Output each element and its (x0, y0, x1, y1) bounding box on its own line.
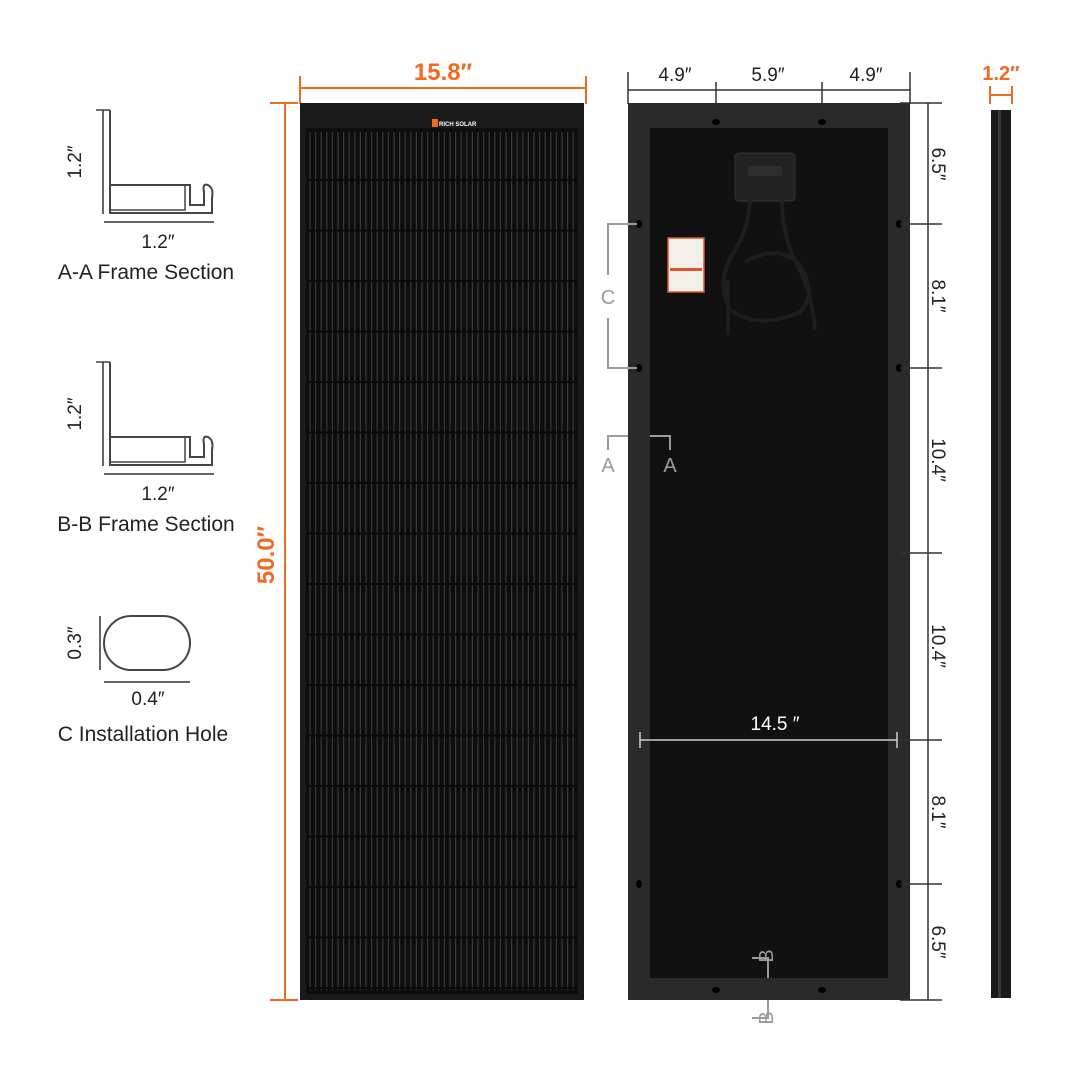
hole-shape (103, 615, 191, 671)
hole-caption: C Installation Hole (58, 723, 228, 746)
top-dim-3: 4.9″ (849, 65, 882, 86)
cell-area (306, 128, 578, 994)
mount-hole (896, 364, 902, 372)
inner-width-label: 14.5 ″ (751, 714, 800, 735)
section-a-width-label: 1.2″ (141, 232, 174, 253)
back-panel: 4.9″ 5.9″ 4.9″ 14.5 ″ (601, 65, 948, 1025)
logo: RICH SOLAR (439, 122, 477, 128)
marker-a-left: A (601, 455, 615, 477)
mount-hole (712, 987, 720, 993)
right-dim-3: 10.4″ (927, 438, 948, 482)
front-width-label: 15.8″ (414, 59, 473, 86)
mount-hole (636, 364, 642, 372)
right-dim-6: 6.5″ (927, 925, 948, 958)
a-bracket-left (607, 435, 628, 450)
b-bracket-bottom (752, 1000, 769, 1019)
section-a-caption: A-A Frame Section (58, 261, 234, 284)
mount-hole (818, 119, 826, 125)
mount-hole (712, 119, 720, 125)
frame-profile-b (109, 362, 214, 466)
section-a-height-label: 1.2″ (65, 145, 86, 178)
junction-box-plate (748, 166, 782, 176)
junction-box (721, 152, 817, 335)
top-dim-ticks (627, 72, 911, 104)
hole-width-label: 0.4″ (131, 689, 164, 710)
marker-c: C (601, 287, 615, 309)
front-height-label: 50.0″ (253, 525, 280, 584)
section-markers (607, 223, 769, 1019)
mount-hole (636, 880, 642, 888)
marker-b-bottom: B (756, 1011, 778, 1024)
right-dim-4: 10.4″ (927, 624, 948, 668)
spec-label-band (670, 268, 702, 271)
right-dim-5: 8.1″ (927, 795, 948, 828)
side-thickness-label: 1.2″ (982, 63, 1020, 85)
section-b-width-label: 1.2″ (141, 484, 174, 505)
section-b-caption: B-B Frame Section (57, 513, 234, 536)
b-bracket-top (752, 957, 769, 978)
a-bracket-right (650, 435, 671, 450)
cell-lines (306, 132, 578, 990)
mount-hole (818, 987, 826, 993)
top-dim-1: 4.9″ (658, 65, 691, 86)
mounting-holes (636, 119, 902, 993)
frame-section-b: 1.2″ 1.2″ B-B Frame Section (57, 361, 235, 536)
spec-label-sticker (667, 237, 705, 293)
cable-icon (721, 199, 817, 335)
right-dim-1: 6.5″ (927, 147, 948, 180)
mount-hole (896, 220, 902, 228)
junction-box-body (734, 152, 796, 202)
right-dim-ticks (900, 102, 942, 1001)
logo-mark (432, 119, 438, 127)
mount-hole (636, 220, 642, 228)
side-profile: 1.2″ (982, 63, 1020, 998)
section-b-height-label: 1.2″ (65, 397, 86, 430)
side-frame-highlight (998, 110, 1001, 998)
c-bracket (607, 223, 637, 369)
frame-section-a: 1.2″ 1.2″ A-A Frame Section (58, 109, 234, 284)
front-panel: 15.8″ 50.0″ RICH SOLAR (253, 59, 587, 1001)
installation-hole-detail: 0.3″ 0.4″ C Installation Hole (58, 615, 228, 746)
marker-a-right: A (663, 455, 677, 477)
hole-height-label: 0.3″ (65, 626, 86, 659)
top-dim-2: 5.9″ (751, 65, 784, 86)
frame-profile-a (109, 110, 214, 214)
spec-label (667, 237, 705, 293)
right-dim-2: 8.1″ (927, 279, 948, 312)
mount-hole (896, 880, 902, 888)
marker-b-top: B (756, 949, 778, 962)
